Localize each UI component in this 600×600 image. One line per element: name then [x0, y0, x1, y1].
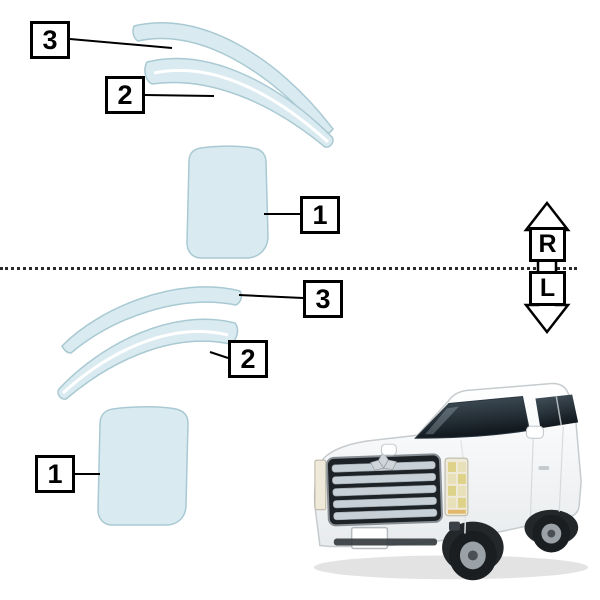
- part-label-top-1: 1: [300, 196, 340, 234]
- film-set-left: [57, 286, 304, 526]
- side-indicator-left: L: [529, 271, 566, 306]
- car-headlight-left: [314, 459, 327, 511]
- film-set-right: [69, 22, 334, 259]
- car-door-handle: [538, 466, 550, 471]
- car-door-seam-rear: [558, 426, 564, 512]
- car-mirror-right: [525, 425, 544, 439]
- car-side-windows: [535, 394, 579, 429]
- car-headlight-right: [444, 457, 469, 517]
- film-strip-2-left-divider: [61, 330, 229, 395]
- car-windshield: [414, 395, 531, 439]
- leader-line-top-2: [144, 94, 215, 97]
- film-strip-3-left: [61, 286, 243, 354]
- car-door-seam-front: [529, 432, 535, 516]
- film-window-1-right: [186, 145, 269, 259]
- leader-line-bottom-2: [209, 351, 229, 359]
- film-strip-2-right: [144, 57, 334, 148]
- part-label-bottom-2: 2: [228, 340, 268, 378]
- side-indicator-right: R: [529, 227, 566, 262]
- part-label-bottom-3: 3: [303, 280, 343, 318]
- car-fog-light: [449, 521, 460, 531]
- car-grille: [325, 451, 443, 527]
- mitsubishi-emblem-icon: [370, 451, 397, 471]
- car-b-pillar: [555, 396, 562, 426]
- leader-line-top-3: [69, 38, 173, 49]
- car-shadow: [313, 555, 589, 580]
- car-mirror-left: [380, 443, 397, 456]
- part-label-top-3: 3: [30, 21, 70, 59]
- car-lower-intake: [333, 538, 438, 546]
- car-windshield-reflection: [425, 406, 459, 435]
- car-front-wheel-hub: [467, 550, 478, 561]
- part-label-top-2: 2: [105, 76, 145, 114]
- part-label-bottom-1: 1: [35, 455, 75, 493]
- film-strip-2-right-divider: [153, 68, 330, 144]
- section-divider-dotted-line: [0, 267, 577, 270]
- leader-line-bottom-3: [238, 294, 304, 299]
- car-rear-wheel-hub: [547, 529, 556, 538]
- rl-direction-arrow: [523, 200, 571, 335]
- film-window-1-left: [97, 406, 189, 526]
- vehicle-photo: [313, 382, 589, 581]
